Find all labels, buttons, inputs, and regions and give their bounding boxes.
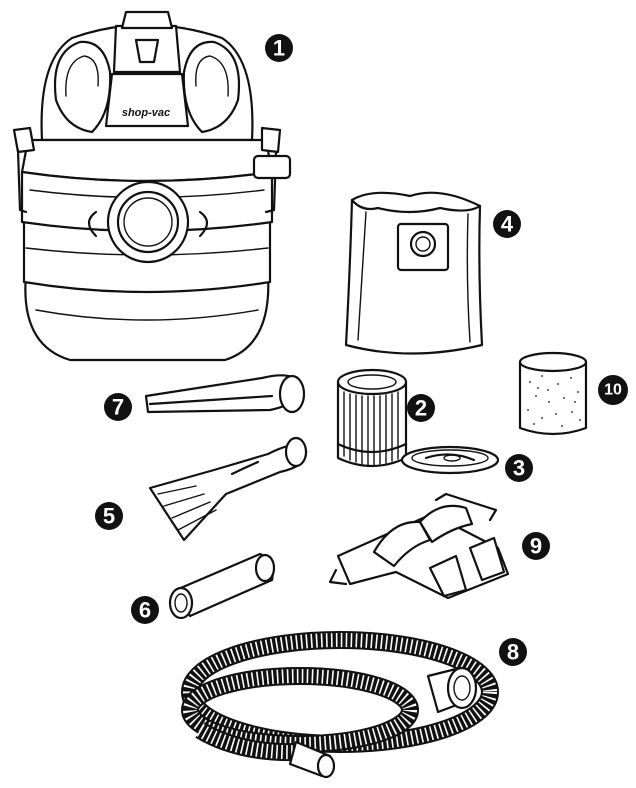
callout-2: 2 bbox=[407, 394, 435, 422]
callout-10-label: 10 bbox=[604, 382, 622, 399]
callout-5: 5 bbox=[95, 502, 123, 530]
extension-wand bbox=[168, 552, 276, 620]
hose bbox=[181, 631, 499, 779]
callout-3-label: 3 bbox=[513, 456, 525, 481]
callout-8-label: 8 bbox=[507, 640, 519, 665]
callout-4-label: 4 bbox=[501, 212, 514, 237]
wet-dry-vac-unit: shop-vac bbox=[12, 10, 292, 362]
crevice-tool bbox=[144, 374, 306, 414]
utility-nozzle bbox=[148, 436, 308, 542]
callout-9-label: 9 bbox=[530, 534, 542, 559]
callout-8: 8 bbox=[499, 638, 527, 666]
filter-bag bbox=[344, 191, 484, 355]
callout-6: 6 bbox=[131, 596, 159, 624]
callout-9: 9 bbox=[522, 532, 550, 560]
brand-logo: shop-vac bbox=[122, 107, 170, 119]
callout-2-label: 2 bbox=[415, 396, 427, 421]
callout-7-label: 7 bbox=[112, 395, 124, 420]
callout-4: 4 bbox=[493, 210, 521, 238]
foam-sleeve bbox=[518, 351, 588, 436]
callout-1-label: 1 bbox=[273, 36, 285, 61]
callout-1: 1 bbox=[265, 34, 293, 62]
callout-3: 3 bbox=[505, 454, 533, 482]
callout-6-label: 6 bbox=[139, 598, 151, 623]
callout-7: 7 bbox=[104, 393, 132, 421]
callout-5-label: 5 bbox=[103, 504, 115, 529]
accessory-holder bbox=[328, 492, 510, 600]
filter-lid bbox=[400, 445, 500, 475]
callout-10: 10 bbox=[598, 375, 628, 405]
cartridge-filter bbox=[336, 368, 408, 468]
